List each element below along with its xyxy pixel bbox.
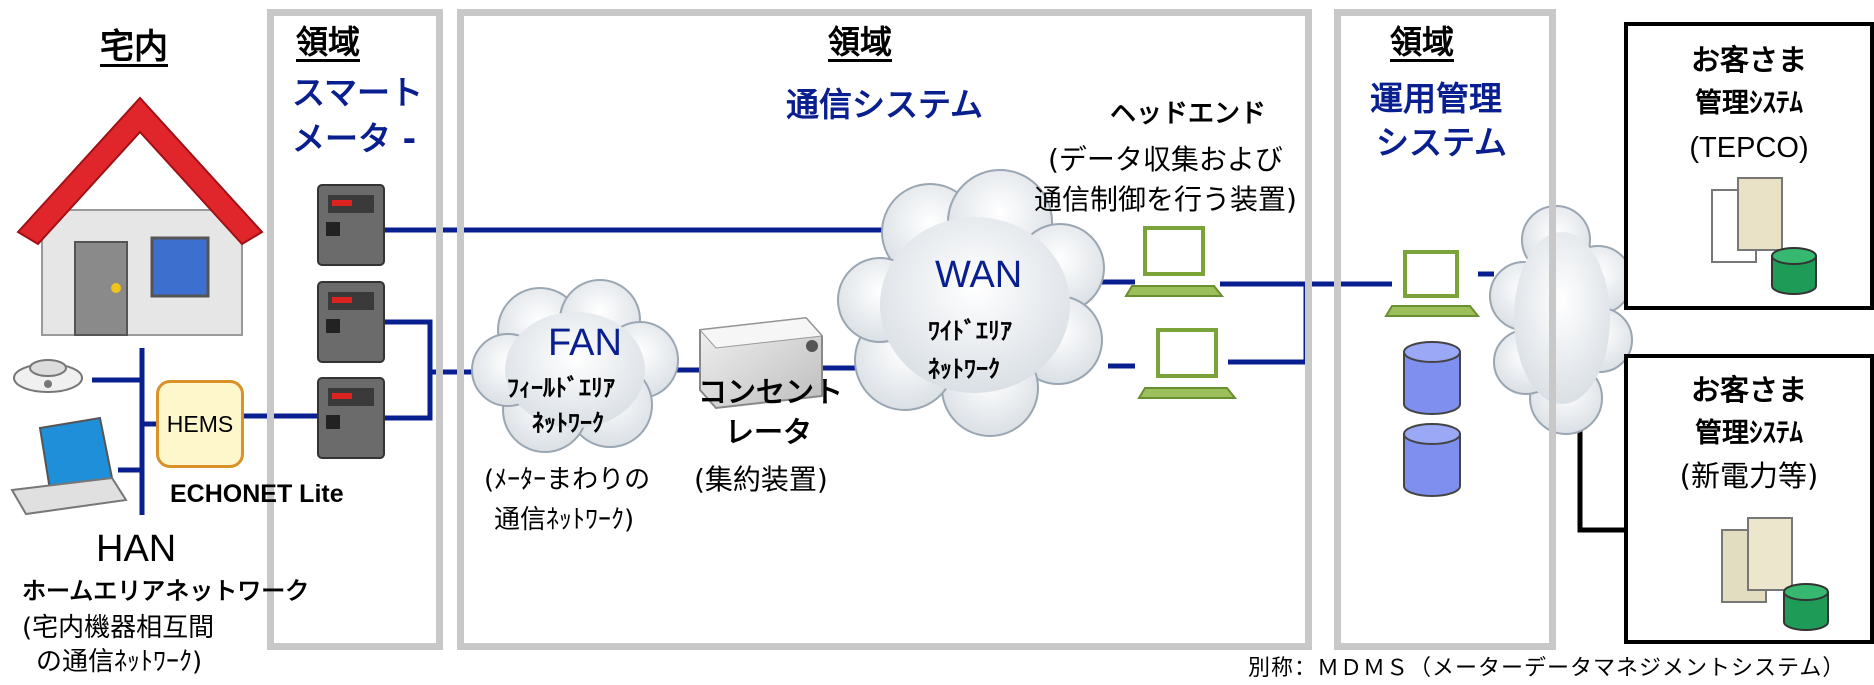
hems-box: HEMS [156, 380, 244, 468]
region-ops-title: 領域 [1390, 23, 1455, 61]
fan-cloud-icon [471, 279, 679, 453]
han-label: HAN [96, 528, 177, 570]
han-desc-2: の通信ﾈｯﾄﾜｰｸ) [36, 647, 203, 677]
customer-tepco-line-1: お客さま [1690, 43, 1807, 77]
wan-jp-1: ﾜｲﾄﾞｴﾘｱ [928, 317, 1012, 345]
customer-new-line-1: お客さま [1690, 373, 1807, 407]
hems-label: HEMS [166, 410, 234, 437]
fan-desc-2: 通信ﾈｯﾄﾜｰｸ) [494, 505, 635, 535]
house-icon [16, 96, 264, 336]
headend-desc-2: 通信制御を行う装置) [1034, 183, 1297, 216]
customer-tepco-line-3: (TEPCO) [1689, 132, 1809, 164]
fan-jp-2: ﾈｯﾄﾜｰｸ [532, 409, 604, 437]
home-title: 宅内 [100, 27, 168, 67]
sensor-icon [13, 359, 83, 393]
database-icon [1403, 341, 1461, 415]
region-operations [1334, 9, 1556, 650]
fan-desc-1: (ﾒｰﾀｰまわりの [484, 465, 651, 495]
concentrator-label-1: コンセント [698, 375, 844, 409]
region-ops-name-2: システム [1376, 123, 1508, 162]
wan-label: WAN [935, 254, 1023, 296]
region-meter-title: 領域 [296, 23, 361, 61]
han-jp-label: ホームエリアネットワーク [22, 577, 310, 605]
customer-tepco-line-2: 管理ｼｽﾃﾑ [1695, 88, 1803, 119]
fan-label: FAN [548, 322, 622, 364]
database-icon [1403, 423, 1461, 497]
wan-jp-2: ﾈｯﾄﾜｰｸ [928, 355, 1000, 383]
region-meter-name-1: スマート [292, 73, 424, 112]
customer-new-line-3: (新電力等) [1679, 459, 1819, 493]
region-meter-name-2: メータ - [292, 119, 417, 158]
region-comm-title: 領域 [828, 23, 893, 61]
concentrator-icon [698, 316, 824, 410]
headend-label: ヘッドエンド [1110, 99, 1267, 129]
headend-desc-1: (データ収集および [1048, 143, 1283, 176]
region-comm-name: 通信システム [786, 85, 984, 124]
fan-jp-1: ﾌｨｰﾙﾄﾞｴﾘｱ [507, 374, 615, 402]
region-ops-name-1: 運用管理 [1370, 79, 1502, 118]
wan-cloud-icon [837, 169, 1105, 437]
echonet-label: ECHONET Lite [170, 480, 344, 508]
monitor-icon [1384, 250, 1481, 317]
smart-meter-icon [317, 184, 385, 266]
han-desc-1: (宅内機器相互間 [22, 613, 215, 643]
monitor-icon [1137, 328, 1238, 399]
monitor-icon [1124, 226, 1225, 297]
smart-meter-icon [317, 377, 385, 459]
region-smart-meter [267, 9, 443, 650]
footnote: 別称：ＭＤＭＳ（メーターデータマネジメントシステム） [1248, 656, 1846, 681]
concentrator-label-2: レータ [725, 415, 813, 449]
cloud-icon [1489, 205, 1633, 435]
region-communication [457, 9, 1312, 650]
smart-meter-icon [317, 281, 385, 363]
laptop-icon [10, 416, 128, 516]
customer-box-tepco [1624, 22, 1874, 310]
concentrator-desc: (集約装置) [694, 463, 828, 496]
customer-new-line-2: 管理ｼｽﾃﾑ [1695, 418, 1803, 449]
